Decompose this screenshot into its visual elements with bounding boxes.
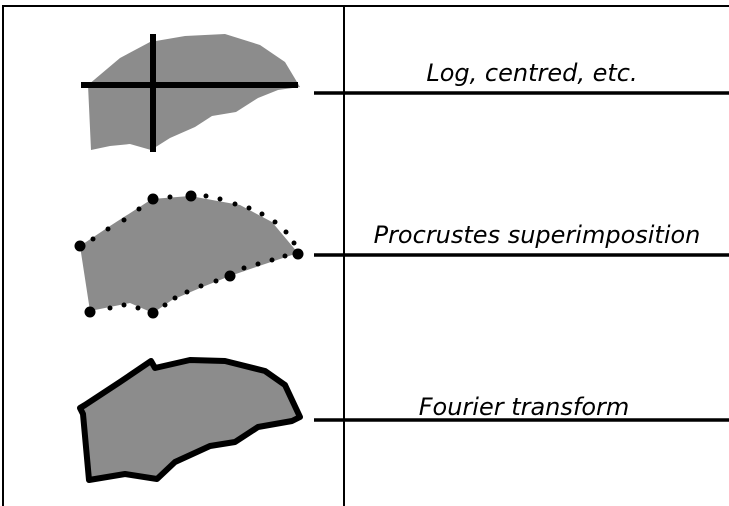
semilandmark-point — [136, 206, 142, 212]
landmark-dots — [74, 190, 304, 319]
row-log-centred: Log, centred, etc. — [81, 34, 729, 152]
semilandmark-point — [291, 240, 297, 246]
landmark-point — [147, 193, 159, 205]
label-log-centred: Log, centred, etc. — [426, 59, 637, 87]
semilandmark-point — [172, 295, 178, 301]
label-procrustes: Procrustes superimposition — [374, 221, 701, 249]
semilandmark-point — [203, 193, 209, 199]
semilandmark-point — [282, 253, 288, 259]
semilandmark-point — [241, 265, 247, 271]
semilandmark-point — [162, 302, 168, 308]
semilandmark-point — [135, 305, 141, 311]
semilandmark-point — [259, 211, 265, 217]
semilandmark-point — [184, 289, 190, 295]
semilandmark-point — [105, 226, 111, 232]
semilandmark-point — [121, 217, 127, 223]
semilandmark-point — [269, 257, 275, 263]
landmark-point — [185, 190, 197, 202]
shape-procrustes — [80, 196, 298, 313]
semilandmark-point — [167, 194, 173, 200]
landmark-point — [147, 307, 159, 319]
semilandmark-point — [246, 205, 252, 211]
semilandmark-point — [121, 302, 127, 308]
landmark-point — [84, 306, 96, 318]
semilandmark-point — [255, 261, 261, 267]
row-fourier: Fourier transform — [77, 357, 729, 483]
semilandmark-point — [198, 283, 204, 289]
row-procrustes: Procrustes superimposition — [74, 190, 729, 319]
landmark-point — [224, 270, 236, 282]
semilandmark-point — [272, 219, 278, 225]
semilandmark-point — [232, 201, 238, 207]
shape-log-centred — [88, 34, 300, 150]
semilandmark-point — [107, 305, 113, 311]
semilandmark-point — [90, 236, 96, 242]
landmark-point — [74, 240, 86, 252]
landmark-point — [292, 248, 304, 260]
semilandmark-point — [213, 278, 219, 284]
semilandmark-point — [217, 196, 223, 202]
shape-fourier — [77, 357, 303, 483]
semilandmark-point — [283, 229, 289, 235]
label-fourier: Fourier transform — [419, 393, 630, 421]
